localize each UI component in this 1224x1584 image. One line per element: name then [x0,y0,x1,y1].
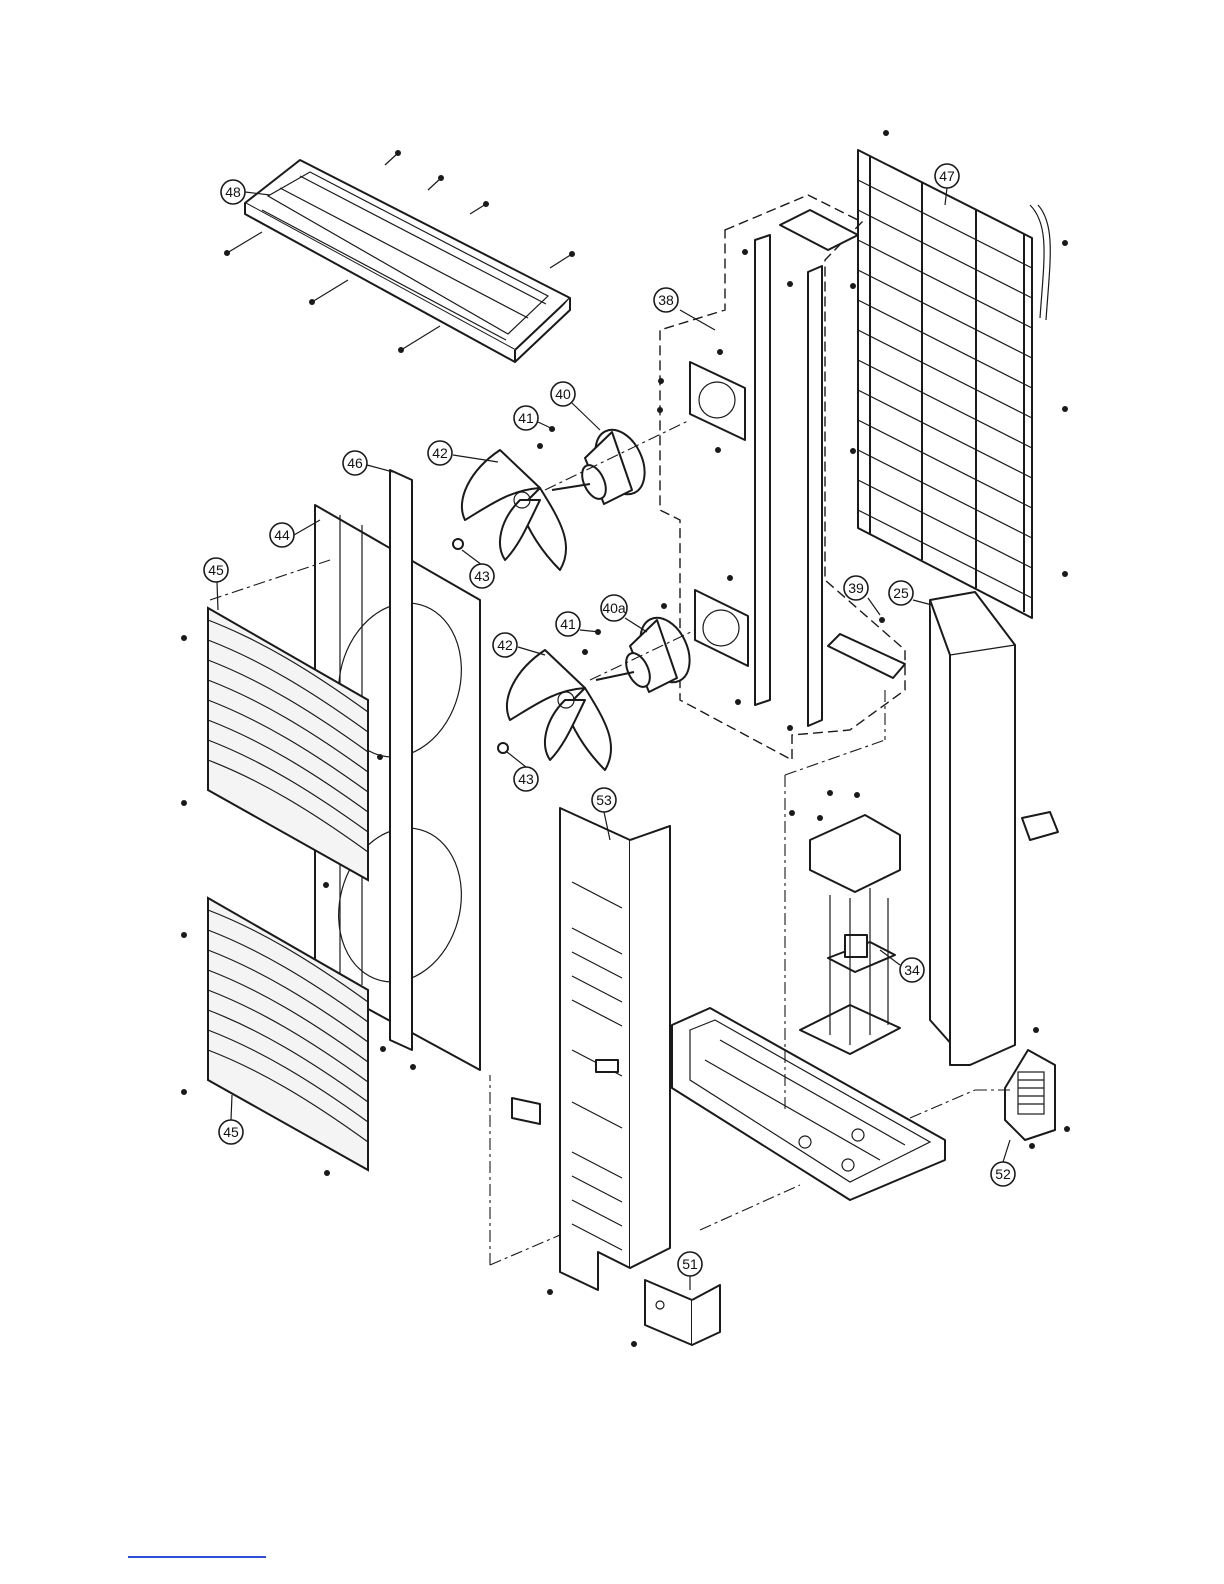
footer-rule [128,1556,266,1558]
fan-motor-40 [552,422,654,504]
callout-53: 53 [592,788,616,812]
corner-cover-51 [547,1280,720,1347]
callout-label: 38 [658,292,674,308]
callout-label: 48 [225,184,241,200]
callout-label: 39 [848,580,864,596]
callout-45-upper: 45 [204,558,228,582]
fan-blade-42-lower [507,650,611,770]
callout-label: 41 [560,616,576,632]
callout-label: 51 [682,1256,698,1272]
callout-label: 52 [995,1166,1011,1182]
callout-label: 40a [602,600,626,616]
callout-label: 43 [474,568,490,584]
callout-47: 47 [935,164,959,188]
callout-52: 52 [991,1162,1015,1186]
callout-51: 51 [678,1252,702,1276]
callout-42-lower: 42 [493,633,517,657]
callout-42-upper: 42 [428,441,452,465]
fan-blade-42-upper [462,450,566,570]
callout-44: 44 [270,523,294,547]
callout-label: 45 [208,562,224,578]
callout-40: 40 [551,382,575,406]
right-side-panel-25 [930,592,1058,1065]
callout-label: 40 [555,386,571,402]
callout-25: 25 [889,581,913,605]
callout-label: 34 [904,962,920,978]
callout-label: 53 [596,792,612,808]
callout-48: 48 [221,180,245,204]
pcb-plate [800,888,900,1054]
callout-34: 34 [900,958,924,982]
callout-label: 46 [347,455,363,471]
callout-label: 42 [497,637,513,653]
callout-43-lower: 43 [514,767,538,791]
base-pan [672,1008,945,1200]
callout-41-lower: 41 [556,612,580,636]
callout-41-upper: 41 [514,406,538,430]
callout-46: 46 [343,451,367,475]
side-panel-53 [512,808,670,1290]
callout-label: 44 [274,527,290,543]
callout-label: 47 [939,168,955,184]
callout-45-lower: 45 [219,1120,243,1144]
control-box-cover [789,790,900,892]
callout-43-upper: 43 [470,564,494,588]
callout-38: 38 [654,288,678,312]
callout-label: 45 [223,1124,239,1140]
bracket-39 [828,617,905,678]
callout-label: 42 [432,445,448,461]
callout-label: 43 [518,771,534,787]
rear-wire-guard-47 [858,150,1050,618]
callout-label: 41 [518,410,534,426]
fan-motor-40a [596,610,699,692]
callout-39: 39 [844,576,868,600]
top-panel-48 [245,160,570,362]
callout-label: 25 [893,585,909,601]
callout-40a: 40a [601,595,627,621]
